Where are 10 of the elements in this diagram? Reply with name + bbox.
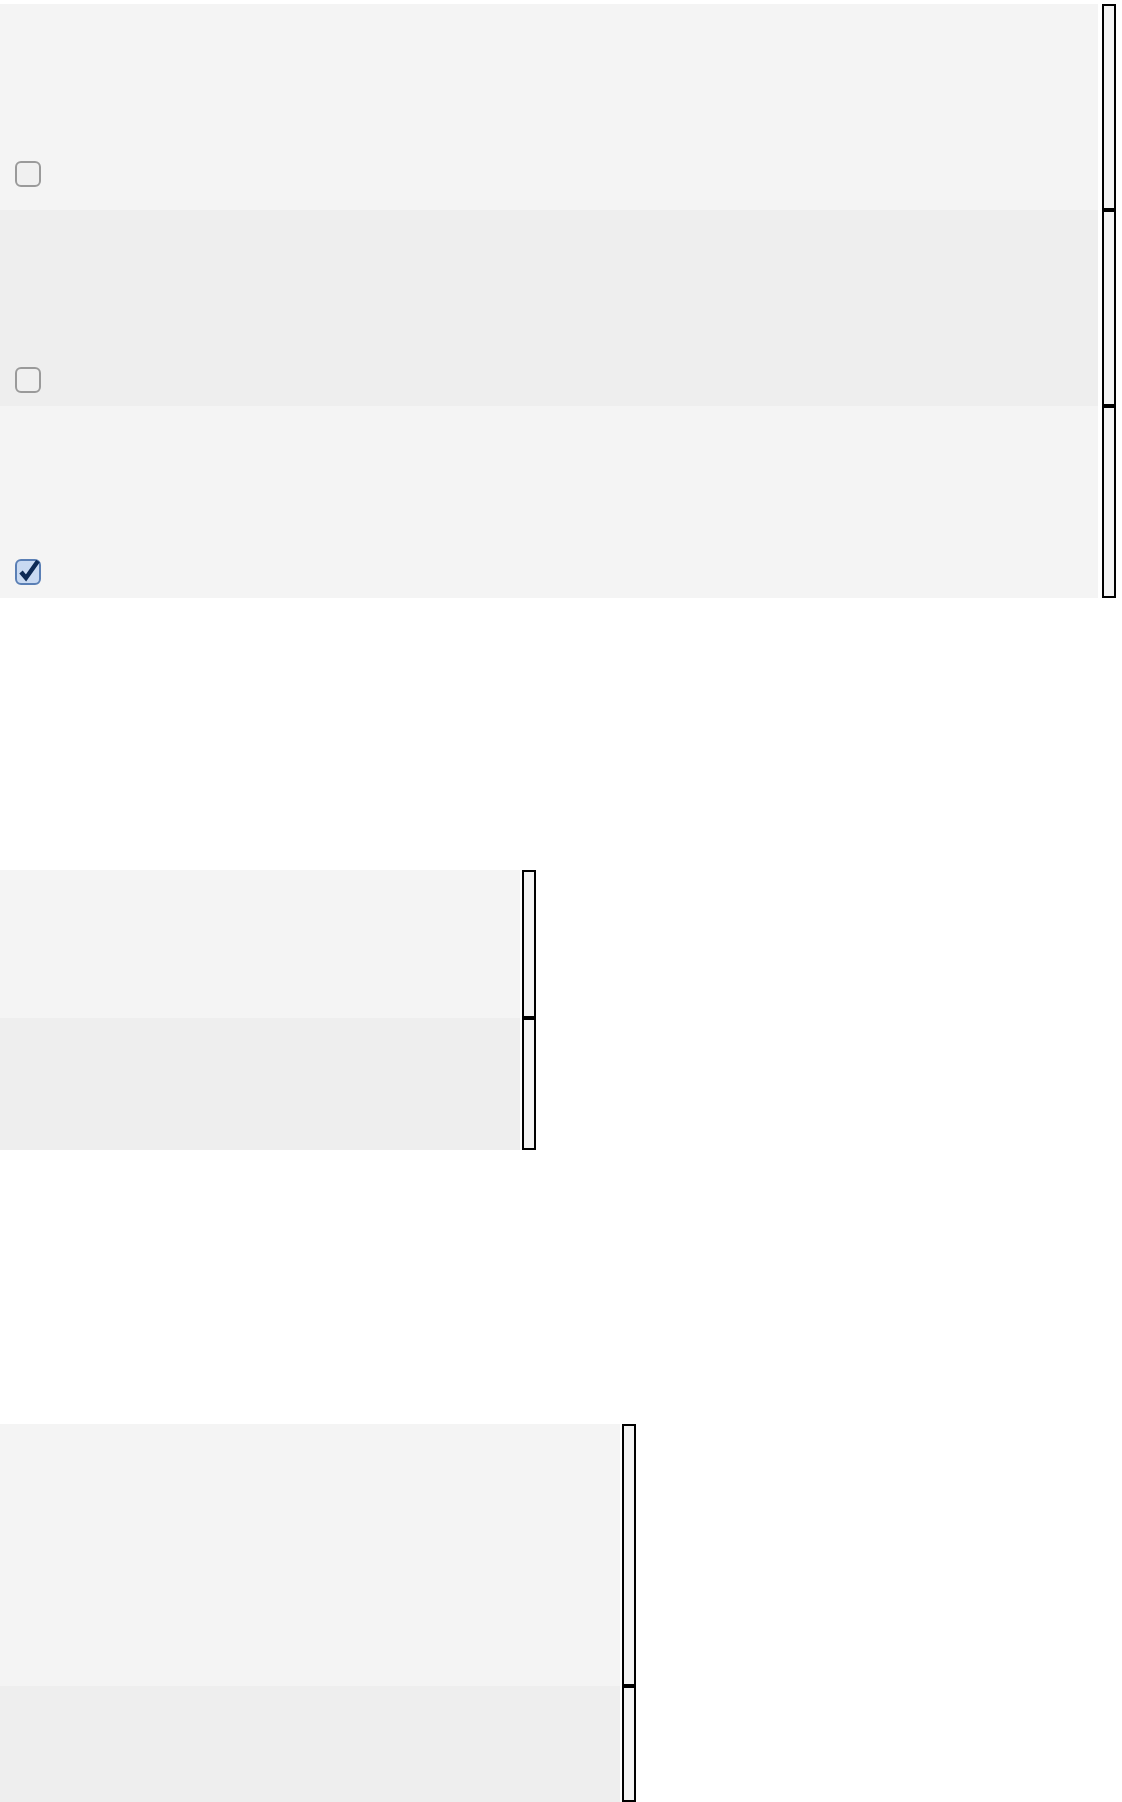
checked-checkbox <box>14 558 42 586</box>
table-row <box>0 406 1098 598</box>
table-row <box>0 210 1098 406</box>
table-row <box>0 4 1098 210</box>
checkbox <box>14 160 42 188</box>
table-row <box>0 1424 620 1686</box>
table-row <box>0 1686 620 1802</box>
table-row <box>0 1018 520 1150</box>
table-row <box>0 870 520 1018</box>
checkbox <box>14 366 42 394</box>
